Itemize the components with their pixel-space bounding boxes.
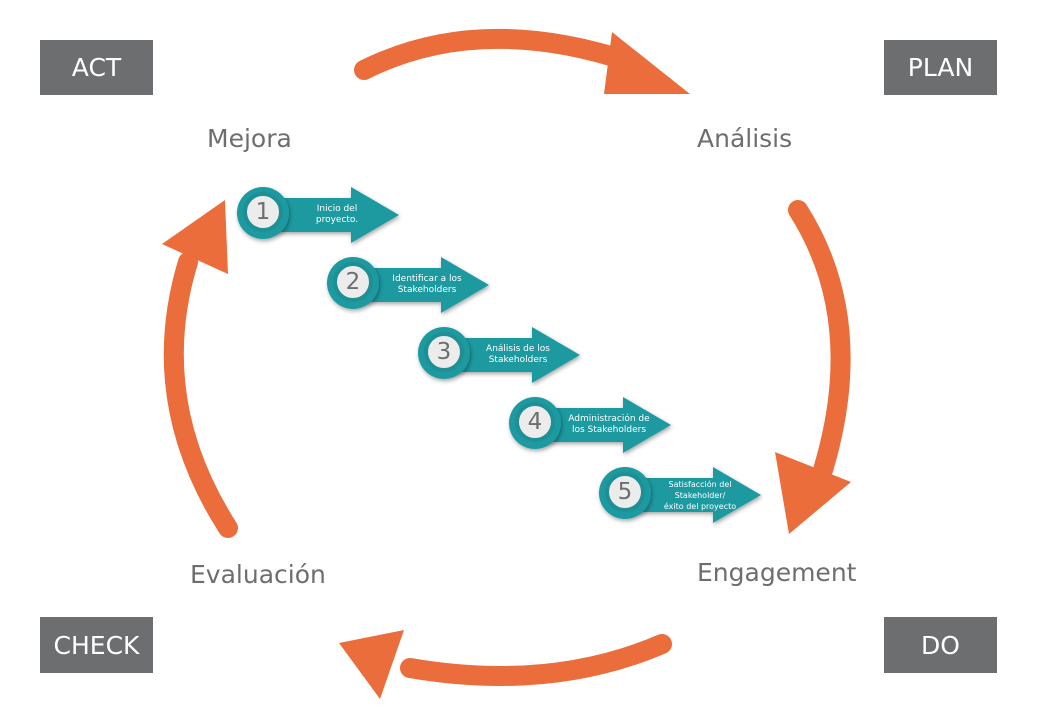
act-box: ACT: [40, 40, 153, 95]
step-text-line: Satisfacción del Stakeholder/: [668, 479, 732, 500]
step-number: 1: [243, 192, 283, 232]
cycle-arrowhead-top: [604, 32, 690, 94]
cycle-arrow-bottom: [400, 634, 672, 686]
phase-label-analisis: Análisis: [697, 124, 793, 153]
step-5: 5 Satisfacción del Stakeholder/éxito del…: [595, 463, 765, 527]
cycle-arrowhead-right: [775, 452, 851, 534]
step-number: 3: [424, 332, 464, 372]
step-number: 2: [333, 262, 373, 302]
step-number: 4: [515, 402, 555, 442]
step-text-line: Inicio del: [316, 204, 358, 214]
cycle-arrow-left: [163, 252, 238, 538]
step-text-line: Administración de: [568, 414, 650, 424]
do-box: DO: [884, 617, 997, 673]
phase-label-evaluacion: Evaluación: [190, 560, 326, 589]
cycle-arrow-right: [788, 200, 851, 480]
step-text: Satisfacción del Stakeholder/éxito del p…: [645, 463, 755, 527]
phase-label-engagement: Engagement: [697, 558, 857, 587]
step-number: 5: [605, 472, 645, 512]
step-text-line: éxito del proyecto: [663, 501, 737, 511]
cycle-arrowhead-left: [162, 200, 228, 274]
cycle-arrowhead-bottom: [339, 630, 404, 699]
check-box: CHECK: [40, 617, 153, 673]
step-text-line: Stakeholders: [397, 285, 457, 295]
step-text-line: Identificar a los: [392, 274, 462, 284]
plan-box: PLAN: [884, 40, 997, 95]
step-text-line: los Stakeholders: [571, 425, 647, 435]
step-text-line: Análisis de los: [486, 344, 550, 354]
phase-label-mejora: Mejora: [207, 124, 292, 153]
step-text-line: proyecto.: [315, 215, 359, 225]
step-text-line: Stakeholders: [488, 355, 548, 365]
cycle-arrow-top: [354, 28, 640, 80]
